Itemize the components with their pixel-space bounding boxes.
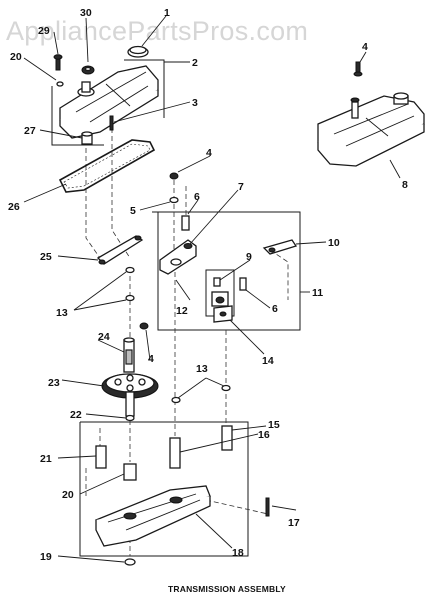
assembly-line	[111, 120, 131, 259]
assembly-line	[85, 148, 101, 259]
callout-23: 23	[48, 377, 60, 389]
bushing[interactable]	[81, 131, 93, 145]
callout-5: 5	[130, 205, 136, 217]
callout-25: 25	[40, 251, 52, 263]
output-shaft[interactable]	[169, 437, 181, 469]
cover-nut[interactable]	[81, 65, 95, 75]
gear-case-cover[interactable]	[59, 45, 159, 139]
callout-4-mid: 4	[206, 147, 212, 159]
diagram-caption: TRANSMISSION ASSEMBLY	[168, 584, 286, 594]
washer[interactable]	[125, 294, 135, 302]
callout-15: 15	[268, 419, 280, 431]
idler-assembly[interactable]	[211, 291, 233, 323]
bushing[interactable]	[221, 425, 233, 451]
callout-12: 12	[176, 305, 188, 317]
cover-group-frame	[51, 86, 104, 146]
pin[interactable]	[181, 215, 190, 231]
callout-4-low: 4	[148, 353, 154, 365]
callout-9: 9	[246, 251, 252, 263]
bushing[interactable]	[95, 445, 107, 469]
callout-19: 19	[40, 551, 52, 563]
cover-pin[interactable]	[109, 115, 114, 131]
shift-lever[interactable]	[262, 239, 298, 255]
callout-13-top: 13	[56, 307, 68, 319]
screw[interactable]	[169, 172, 179, 180]
drive-bracket[interactable]	[159, 239, 197, 275]
callout-labels: 1 2 3 30 29 20 27 26 4 8 4 5 6 7 10 11 9…	[8, 7, 408, 563]
callout-20-top: 20	[10, 51, 22, 63]
cover-group-frame-right	[124, 59, 165, 118]
rubber-foot[interactable]	[124, 558, 136, 566]
callout-11: 11	[312, 287, 323, 299]
callout-13-low: 13	[196, 363, 208, 375]
callout-16: 16	[258, 429, 270, 441]
screw[interactable]	[353, 61, 363, 77]
washer[interactable]	[125, 414, 135, 422]
pin[interactable]	[265, 497, 270, 517]
callout-3: 3	[192, 97, 198, 109]
assembly-line	[205, 499, 269, 515]
washer[interactable]	[221, 384, 231, 392]
callout-2: 2	[192, 57, 198, 69]
callout-27: 27	[24, 125, 36, 137]
washer[interactable]	[169, 196, 179, 204]
drive-link[interactable]	[96, 235, 144, 265]
lower-housing-frame	[79, 421, 249, 557]
callout-8: 8	[402, 179, 408, 191]
washer[interactable]	[171, 396, 181, 404]
callout-14: 14	[262, 355, 274, 367]
assembled-gear-case[interactable]	[317, 92, 425, 167]
callout-10: 10	[328, 237, 340, 249]
gear-case-housing[interactable]	[95, 485, 211, 547]
washer[interactable]	[125, 266, 135, 274]
callout-1: 1	[164, 7, 170, 19]
callout-7: 7	[238, 181, 244, 193]
callout-17: 17	[288, 517, 300, 529]
assembly-line	[269, 249, 289, 300]
callout-30: 30	[80, 7, 92, 19]
cover-gasket[interactable]	[58, 139, 156, 193]
callout-29: 29	[38, 25, 50, 37]
middle-group-frame	[152, 211, 301, 331]
leader-lines	[23, 15, 401, 563]
callout-24: 24	[98, 331, 110, 343]
drive-gear[interactable]	[101, 373, 159, 417]
drive-shaft[interactable]	[123, 337, 135, 373]
callout-22: 22	[70, 409, 82, 421]
pin[interactable]	[213, 277, 221, 287]
callout-6-low: 6	[272, 303, 278, 315]
screw[interactable]	[239, 277, 247, 291]
cover-screw[interactable]	[53, 54, 63, 71]
screw[interactable]	[139, 322, 149, 330]
callout-18: 18	[232, 547, 244, 559]
callout-4-right: 4	[362, 41, 368, 53]
bearing[interactable]	[123, 463, 137, 481]
callout-20-low: 20	[62, 489, 74, 501]
callout-21: 21	[40, 453, 52, 465]
callout-26: 26	[8, 201, 20, 213]
callout-6-top: 6	[194, 191, 200, 203]
washer[interactable]	[56, 81, 64, 87]
watermark: AppliancePartsPros.com	[6, 16, 308, 46]
